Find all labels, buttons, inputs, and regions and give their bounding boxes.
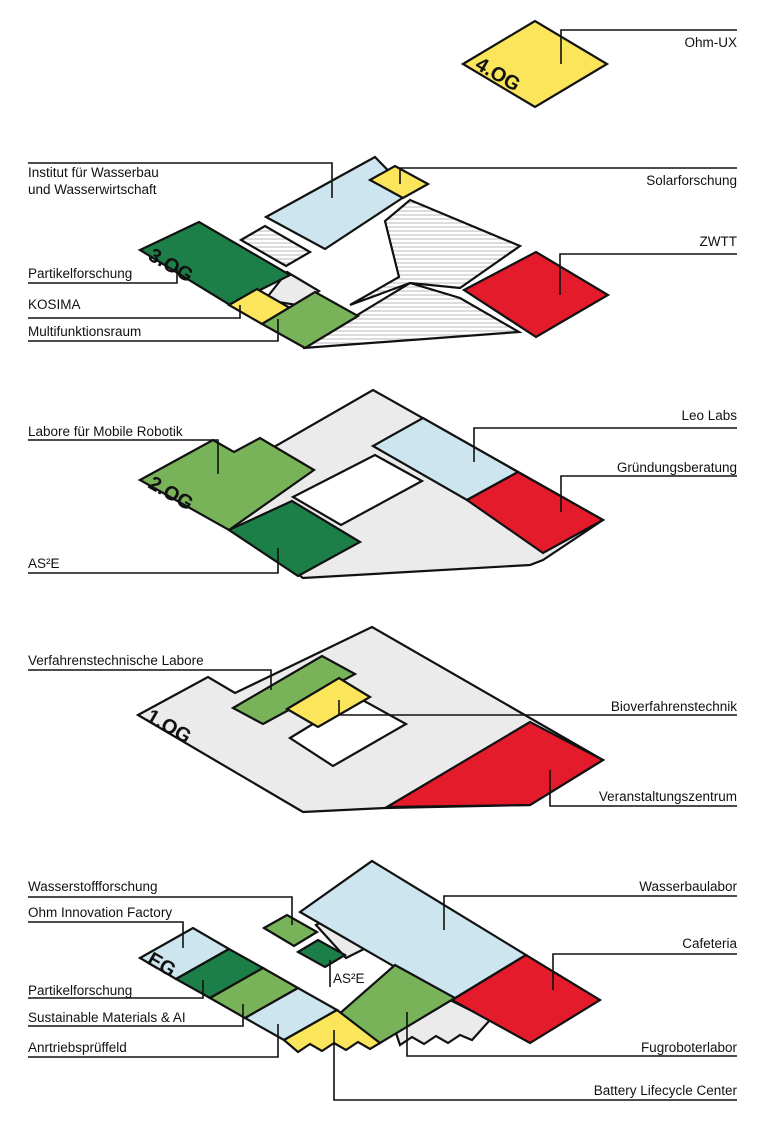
leader-bioverfahrenstechnik [338,700,737,716]
leader-solarforschung [399,167,737,184]
label-ohm-ux: Ohm-UX [684,35,737,50]
level-4og: 4.OG Ohm-UX [460,19,737,109]
label-veranstaltungszentrum: Veranstaltungszentrum [599,789,737,804]
label-institut-line2: und Wasserwirtschaft [28,182,157,197]
label-battery: Battery Lifecycle Center [594,1083,738,1098]
leader-ohm-innovation [28,921,184,948]
leader-ase-2og [28,548,279,574]
leader-fugroboterlabor [406,1012,737,1057]
room-verfahrenstechnische [230,654,358,726]
room-bioverfahrenstechnik [284,676,373,729]
room-solarforschung [367,164,431,200]
label-leo-labs: Leo Labs [681,408,737,423]
label-gruendungsberatung: Gründungsberatung [617,460,737,475]
leader-veranstaltungszentrum [549,770,737,807]
room-partikelforschung-3og [137,220,293,307]
room-ase-eg [295,938,348,969]
label-sustainable: Sustainable Materials & AI [28,1010,186,1025]
leader-zwtt [559,253,737,295]
room-wasserstoff [261,913,320,948]
level-1og: 1.OG Verfahrenstechnische Labore Bioverf… [28,625,737,814]
label-bioverfahrenstechnik: Bioverfahrenstechnik [611,699,737,714]
leader-labore-robotik [28,439,219,474]
label-kosima: KOSIMA [28,297,81,312]
label-antrieb: Anrtriebsprüffeld [28,1040,127,1055]
hatched-area-3og-a [302,281,523,350]
room-zwtt [461,250,611,339]
hatched-area-3og-c [238,224,313,268]
leader-wasserstoff [28,896,293,925]
label-multifunktionsraum: Multifunktionsraum [28,324,141,339]
leader-gruendungsberatung [560,475,737,512]
label-solarforschung: Solarforschung [646,173,737,188]
label-labore-robotik: Labore für Mobile Robotik [28,424,183,439]
leader-sustainable [28,1004,244,1027]
label-cafeteria: Cafeteria [682,936,737,951]
label-zwtt: ZWTT [700,234,737,249]
label-wasserbaulabor: Wasserbaulabor [639,879,737,894]
leader-cafeteria [552,953,737,990]
leader-leo-labs [473,427,737,462]
label-ase-eg: AS²E [333,971,365,986]
room-cafeteria [449,953,603,1045]
label-ohm-innovation: Ohm Innovation Factory [28,905,172,920]
leader-multifunktionsraum [28,319,279,342]
level-eg: EG Wasserstoffforschung Ohm Innovation F… [28,859,738,1101]
leader-partikelforschung-eg [28,980,204,999]
room-ohm-ux [460,19,610,109]
leader-battery [333,1030,737,1101]
leader-ohm-ux [560,29,737,64]
label-institut-line1: Institut für Wasserbau [28,165,159,180]
label-ase-2og: AS²E [28,556,60,571]
label-partikelforschung-eg: Partikelforschung [28,983,132,998]
label-verfahrenstechnische: Verfahrenstechnische Labore [28,653,204,668]
room-ase-2og [226,499,363,578]
room-battery [282,1008,382,1054]
leader-kosima [28,305,241,319]
label-fugroboterlabor: Fugroboterlabor [641,1040,738,1055]
leader-institut [28,162,333,198]
label-wasserstoff: Wasserstoffforschung [28,879,158,894]
room-gruendungsberatung [464,470,606,555]
room-multifunktionsraum [259,290,361,350]
courtyard-2og [290,453,425,527]
leader-partikelforschung-3og [28,265,178,284]
label-partikelforschung-3og: Partikelforschung [28,266,132,281]
room-veranstaltungszentrum [382,720,606,809]
leader-verfahrenstechnische [28,669,272,690]
leader-wasserbaulabor [443,895,737,930]
level-3og: 3.OG Institut für Wasserbau und Wasserwi… [28,155,737,350]
leader-antrieb [28,1024,279,1058]
hatched-area-3og-b [349,198,523,307]
level-2og: 2.OG Labore für Mobile Robotik Leo Labs … [28,388,737,580]
